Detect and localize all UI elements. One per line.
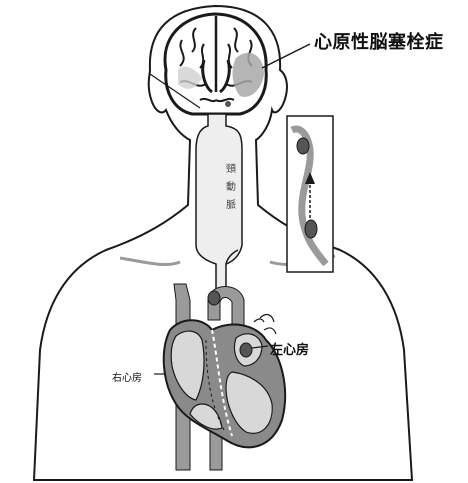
left-atrium-label: 左心房	[270, 339, 309, 358]
artery-label-char-2: 動	[224, 178, 238, 193]
left-atrium-thrombus	[240, 343, 252, 357]
arch-clot	[208, 291, 220, 305]
brain	[165, 14, 266, 114]
embolus-in-brain	[225, 101, 231, 107]
artery-label-char-3: 脈	[224, 196, 238, 211]
diagram-title: 心原性脳塞栓症	[314, 28, 444, 54]
right-atrium-label: 右心房	[112, 369, 142, 384]
clot-lower	[305, 220, 317, 238]
clot-upper	[297, 138, 309, 154]
artery-label-char-1: 頸	[224, 160, 238, 175]
embolus-inset	[287, 116, 333, 272]
